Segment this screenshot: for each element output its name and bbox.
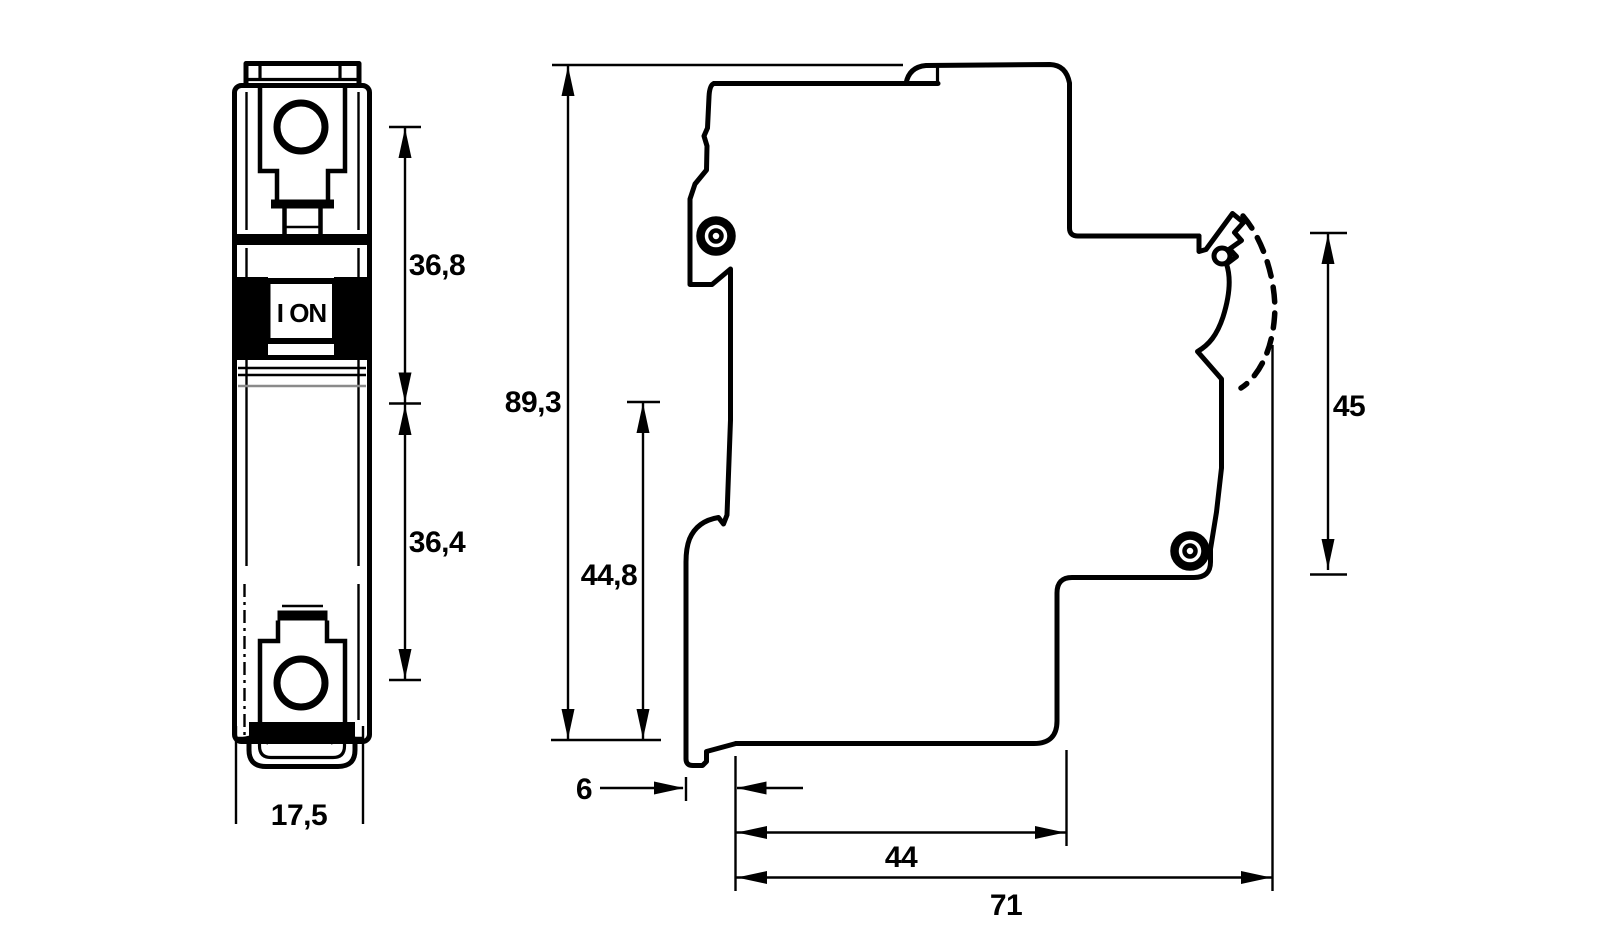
side-view — [683, 62, 1278, 768]
arrowhead — [1321, 234, 1335, 264]
arrowhead — [636, 709, 650, 739]
housing-screw-rear — [1170, 531, 1210, 571]
arrowhead — [636, 403, 650, 433]
front-upper-band — [236, 234, 368, 245]
arrowhead — [654, 781, 684, 795]
dim-front-width: 17,5 — [234, 726, 365, 832]
arrowhead — [561, 66, 575, 96]
arrowhead — [238, 731, 268, 745]
dim-label-front-upper-height: 36,8 — [409, 249, 465, 282]
dim-handle-height: 45 — [1310, 231, 1366, 576]
front-top-terminal — [257, 88, 348, 241]
lever-travel-arc — [1238, 213, 1278, 391]
side-front-profile — [683, 81, 739, 768]
toggle-label: I ON — [277, 298, 327, 328]
dim-base-depth: 44 — [734, 750, 1068, 891]
dim-total-depth: 71 — [736, 345, 1274, 922]
dim-label-total-depth: 71 — [990, 889, 1022, 922]
dim-label-base-depth: 44 — [885, 841, 918, 874]
toggle-switch: I ON — [233, 277, 371, 388]
arrowhead — [398, 128, 412, 158]
side-rear-profile — [733, 211, 1246, 746]
dim-partial-height: 44,8 — [581, 400, 660, 740]
housing-screw-front — [696, 216, 736, 256]
front-view: I ON — [232, 61, 372, 769]
front-bottom-terminal — [249, 604, 355, 741]
arrowhead — [1035, 826, 1065, 839]
dim-total-height: 89,3 — [505, 63, 903, 742]
arrowhead — [398, 405, 412, 435]
front-din-clip — [246, 738, 358, 769]
dim-label-front-lower-height: 36,4 — [409, 526, 466, 559]
lever-pivot-hole — [1211, 245, 1233, 267]
terminal-screw-bottom — [273, 655, 329, 711]
dim-label-front-width: 17,5 — [271, 799, 327, 832]
dim-label-handle-height: 45 — [1333, 390, 1365, 423]
arrowhead — [331, 731, 361, 745]
dimensions: 36,8 36,4 17,5 89,3 — [234, 63, 1366, 922]
arrowhead — [561, 709, 575, 739]
dim-front-lower-height: 36,4 — [398, 405, 467, 679]
dim-label-clip-offset: 6 — [576, 773, 592, 806]
arrowhead — [398, 372, 412, 403]
arrowhead — [1321, 539, 1335, 569]
arrowhead — [736, 781, 767, 795]
front-top-cap — [243, 61, 362, 87]
dim-label-total-height: 89,3 — [505, 386, 561, 419]
front-housing-outline — [232, 83, 372, 744]
dim-clip-offset: 6 — [576, 773, 803, 806]
dim-front-upper-height: 36,8 — [389, 125, 466, 682]
arrowhead — [1241, 871, 1271, 884]
dim-label-partial-height: 44,8 — [581, 559, 637, 592]
terminal-screw-top — [273, 99, 329, 155]
arrowhead — [737, 826, 767, 839]
arrowhead — [737, 871, 767, 884]
side-top-rear-surface — [903, 62, 1202, 239]
toggle-knob — [264, 278, 338, 344]
arrowhead — [398, 649, 412, 679]
